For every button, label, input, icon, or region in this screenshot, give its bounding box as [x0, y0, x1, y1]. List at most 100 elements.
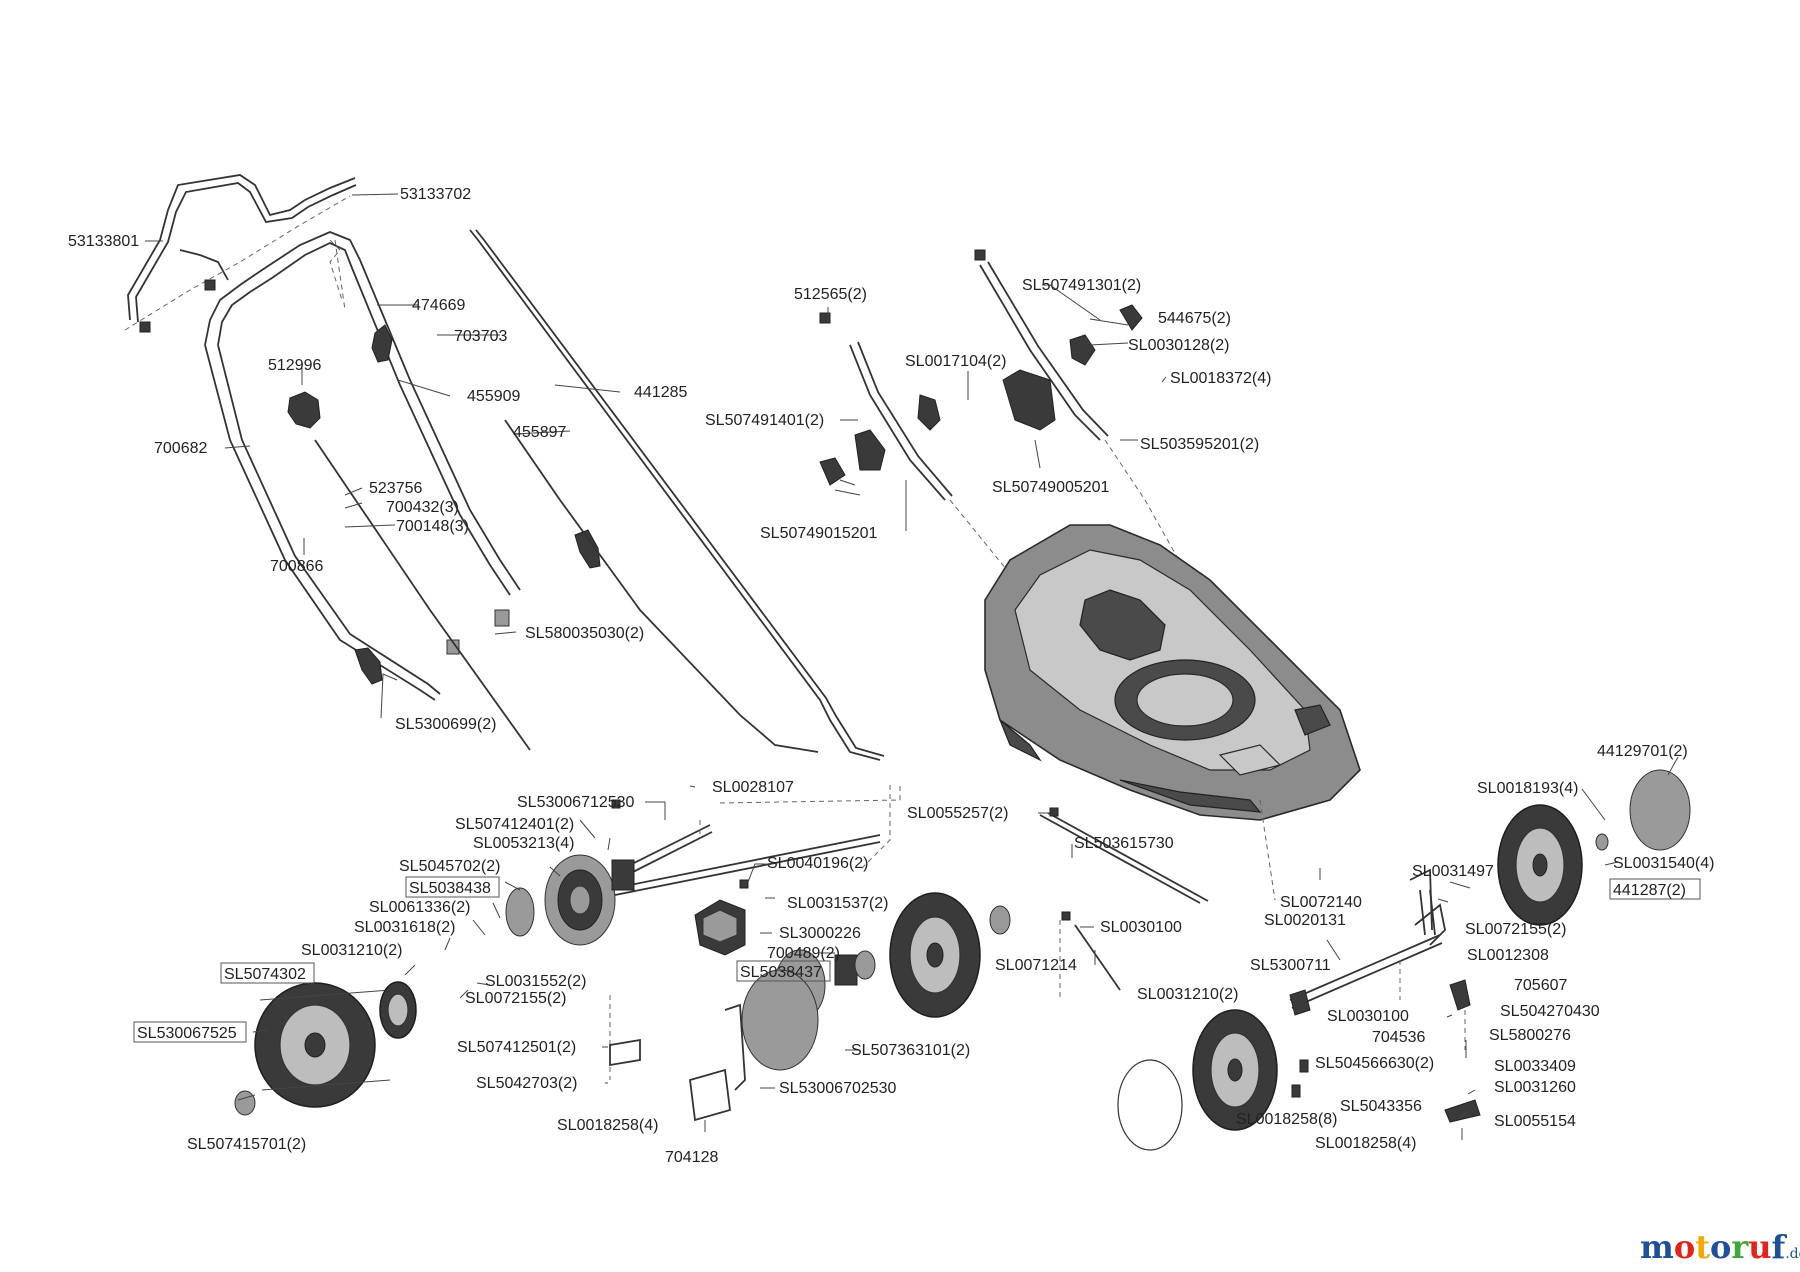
- label-SL5800276: SL5800276: [1489, 1027, 1571, 1044]
- label-SL5043356: SL5043356: [1340, 1098, 1422, 1115]
- box-441287: [1609, 878, 1701, 900]
- control-cables: [314, 229, 885, 761]
- label-SL0072140: SL0072140: [1280, 894, 1362, 911]
- label-512565: 512565(2): [794, 286, 867, 303]
- label-700148: 700148(3): [396, 518, 469, 535]
- upper-handle-bar: [124, 174, 357, 333]
- watermark-letter: m: [1640, 1228, 1674, 1266]
- label-SL0055257: SL0055257(2): [907, 805, 1008, 822]
- label-441287: 441287(2): [1613, 882, 1686, 899]
- label-SL0030100a: SL0030100: [1100, 919, 1182, 936]
- label-700432: 700432(3): [386, 499, 459, 516]
- label-SL0030128: SL0030128(2): [1128, 337, 1229, 354]
- label-455909: 455909: [467, 388, 520, 405]
- label-441285: 441285: [634, 384, 687, 401]
- label-512996: 512996: [268, 357, 321, 374]
- label-SL0020131: SL0020131: [1264, 912, 1346, 929]
- part-labels: 53133702 53133801 474669 703703 512996 4…: [68, 186, 1714, 1166]
- rear-left-wheel: [1117, 1009, 1278, 1151]
- watermark-letter: f: [1771, 1228, 1787, 1266]
- watermark-letter: o: [1674, 1228, 1695, 1266]
- label-700866: 700866: [270, 558, 323, 575]
- label-SL504566630: SL504566630(2): [1315, 1055, 1434, 1072]
- lower-handle-bar: [204, 231, 521, 701]
- watermark-letter: t: [1695, 1228, 1710, 1266]
- watermark-text: motoruf.de: [1640, 1228, 1800, 1266]
- label-SL5300699: SL5300699(2): [395, 716, 496, 733]
- label-SL530067525: SL530067525: [137, 1025, 237, 1042]
- rear-right-wheel: [1497, 769, 1691, 926]
- handle-knobs: [287, 324, 601, 685]
- label-53133801: 53133801: [68, 233, 139, 250]
- label-SL0012308: SL0012308: [1467, 947, 1549, 964]
- label-704128: 704128: [665, 1149, 718, 1166]
- axle-mount-brackets: [609, 799, 749, 1122]
- label-SL0031210a: SL0031210(2): [301, 942, 402, 959]
- label-SL0018258a: SL0018258(4): [557, 1117, 658, 1134]
- drive-axle: [589, 785, 901, 1080]
- label-705607: 705607: [1514, 977, 1567, 994]
- label-SL3000226: SL3000226: [779, 925, 861, 942]
- label-SL0072155b: SL0072155(2): [1465, 921, 1566, 938]
- label-SL0031497: SL0031497: [1412, 863, 1494, 880]
- label-SL0031618: SL0031618(2): [354, 919, 455, 936]
- leader-lines: [145, 193, 1679, 1140]
- box-SL530067525: [133, 1021, 247, 1043]
- label-SL0028107: SL0028107: [712, 779, 794, 796]
- label-700489: 700489(2): [767, 945, 840, 962]
- label-SL5045702: SL5045702(2): [399, 858, 500, 875]
- label-SL507412501: SL507412501(2): [457, 1039, 576, 1056]
- label-523756: 523756: [369, 480, 422, 497]
- label-SL507491401: SL507491401(2): [705, 412, 824, 429]
- label-SL0071214: SL0071214: [995, 957, 1077, 974]
- label-SL0018258c: SL0018258(4): [1315, 1135, 1416, 1152]
- label-SL0018193: SL0018193(4): [1477, 780, 1578, 797]
- label-SL507412401: SL507412401(2): [455, 816, 574, 833]
- label-SL50749005201: SL50749005201: [992, 479, 1110, 496]
- label-544675: 544675(2): [1158, 310, 1231, 327]
- label-SL503615730: SL503615730: [1074, 835, 1174, 852]
- label-SL0031210b: SL0031210(2): [1137, 986, 1238, 1003]
- watermark-letter: r: [1731, 1228, 1749, 1266]
- label-SL5300711: SL5300711: [1250, 957, 1331, 974]
- label-SL53006702530: SL53006702530: [779, 1080, 897, 1097]
- label-SL0031540: SL0031540(4): [1613, 855, 1714, 872]
- label-SL0053213: SL0053213(4): [473, 835, 574, 852]
- label-SL0031260: SL0031260: [1494, 1079, 1576, 1096]
- label-SL5042703: SL5042703(2): [476, 1075, 577, 1092]
- label-SL503595201: SL503595201(2): [1140, 436, 1259, 453]
- label-SL0031552: SL0031552(2): [485, 973, 586, 990]
- box-SL5074302: [220, 962, 315, 984]
- label-SL5038437: SL5038437: [740, 964, 822, 981]
- label-SL0018258b: SL0018258(8): [1236, 1111, 1337, 1128]
- label-SL0061336: SL0061336(2): [369, 899, 470, 916]
- label-SL0055154: SL0055154: [1494, 1113, 1576, 1130]
- label-SL507363101: SL507363101(2): [851, 1042, 970, 1059]
- label-SL504270430: SL504270430: [1500, 1003, 1600, 1020]
- label-SL50749015201: SL50749015201: [760, 525, 878, 542]
- watermark-letter: u: [1748, 1228, 1771, 1266]
- label-SL53006712530: SL53006712530: [517, 794, 635, 811]
- box-SL5038438: [405, 876, 500, 898]
- rear-axle-linkage: [1259, 799, 1481, 1123]
- label-SL580035030: SL580035030(2): [525, 625, 644, 642]
- label-SL507415701: SL507415701(2): [187, 1136, 306, 1153]
- rear-spring-linkage: [1039, 807, 1209, 1000]
- label-474669: 474669: [412, 297, 465, 314]
- front-right-wheel: [741, 892, 1011, 1071]
- label-703703: 703703: [454, 328, 507, 345]
- label-SL5038438: SL5038438: [409, 880, 491, 897]
- label-53133702: 53133702: [400, 186, 471, 203]
- watermark-letter: o: [1710, 1228, 1731, 1266]
- label-SL0017104: SL0017104(2): [905, 353, 1006, 370]
- label-SL0072155a: SL0072155(2): [465, 990, 566, 1007]
- mower-deck: [984, 524, 1361, 821]
- label-SL0040196: SL0040196(2): [767, 855, 868, 872]
- label-SL0031537: SL0031537(2): [787, 895, 888, 912]
- box-SL5038437: [736, 960, 831, 982]
- label-704536: 704536: [1372, 1029, 1425, 1046]
- label-SL0030100b: SL0030100: [1327, 1008, 1409, 1025]
- label-SL507491301: SL507491301(2): [1022, 277, 1141, 294]
- gearbox: [694, 899, 746, 956]
